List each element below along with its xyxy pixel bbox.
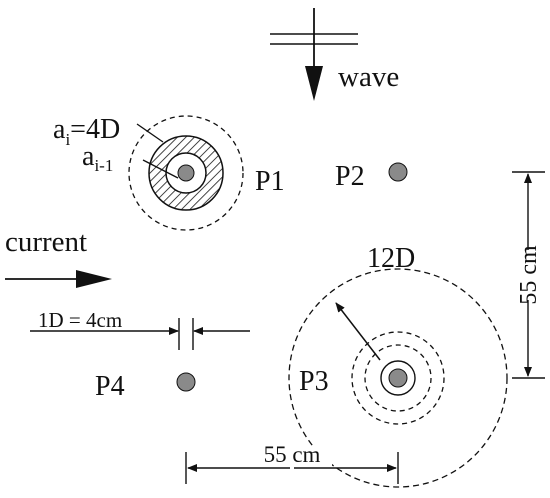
- current-indicator: current: [5, 226, 112, 288]
- radius-arrow: [335, 302, 381, 361]
- p1-outer-dashed-circle: [128, 115, 244, 231]
- pile-p1: [177, 164, 195, 182]
- vertical-dim-label: 55 cm: [516, 245, 542, 305]
- ai-leader-line: [136, 123, 164, 143]
- pile-p3: [388, 368, 408, 388]
- p2-label: P2: [335, 161, 365, 192]
- vertical-dimension: 55 cm: [512, 171, 545, 379]
- hdim-label-backdrop: [252, 446, 332, 466]
- wave-arrow-head: [305, 66, 323, 101]
- ai1-label: ai-1: [82, 141, 113, 175]
- p3-dashed-circle-2: [351, 331, 445, 425]
- p3-label: P3: [299, 366, 329, 397]
- one-d-label: 1D = 4cm: [38, 308, 122, 332]
- ai-label: ai=4D: [53, 114, 120, 149]
- pile-p4: [176, 372, 196, 392]
- p3-dashed-circle-1: [364, 344, 432, 412]
- wave-indicator: wave: [270, 8, 399, 101]
- twelve-d-label: 12D: [367, 243, 415, 274]
- horizontal-dimension: 55 cm: [185, 442, 399, 484]
- ai1-leader-line: [142, 159, 179, 179]
- p4-label: P4: [95, 371, 125, 402]
- current-label: current: [5, 226, 87, 258]
- pile-p3-group: 12D P3: [288, 243, 508, 488]
- pile-p2: [388, 162, 408, 182]
- current-arrow-head: [76, 270, 112, 288]
- p1-label: P1: [255, 166, 285, 197]
- horizontal-dim-label: 55 cm: [264, 442, 321, 467]
- pile-p4-group: P4 1D = 4cm: [30, 308, 250, 402]
- pile-p2-group: P2: [335, 161, 408, 192]
- pile-p1-group: ai=4D ai-1 P1: [53, 114, 285, 231]
- wave-label: wave: [338, 61, 399, 93]
- p3-12d-dashed-circle: [288, 268, 508, 488]
